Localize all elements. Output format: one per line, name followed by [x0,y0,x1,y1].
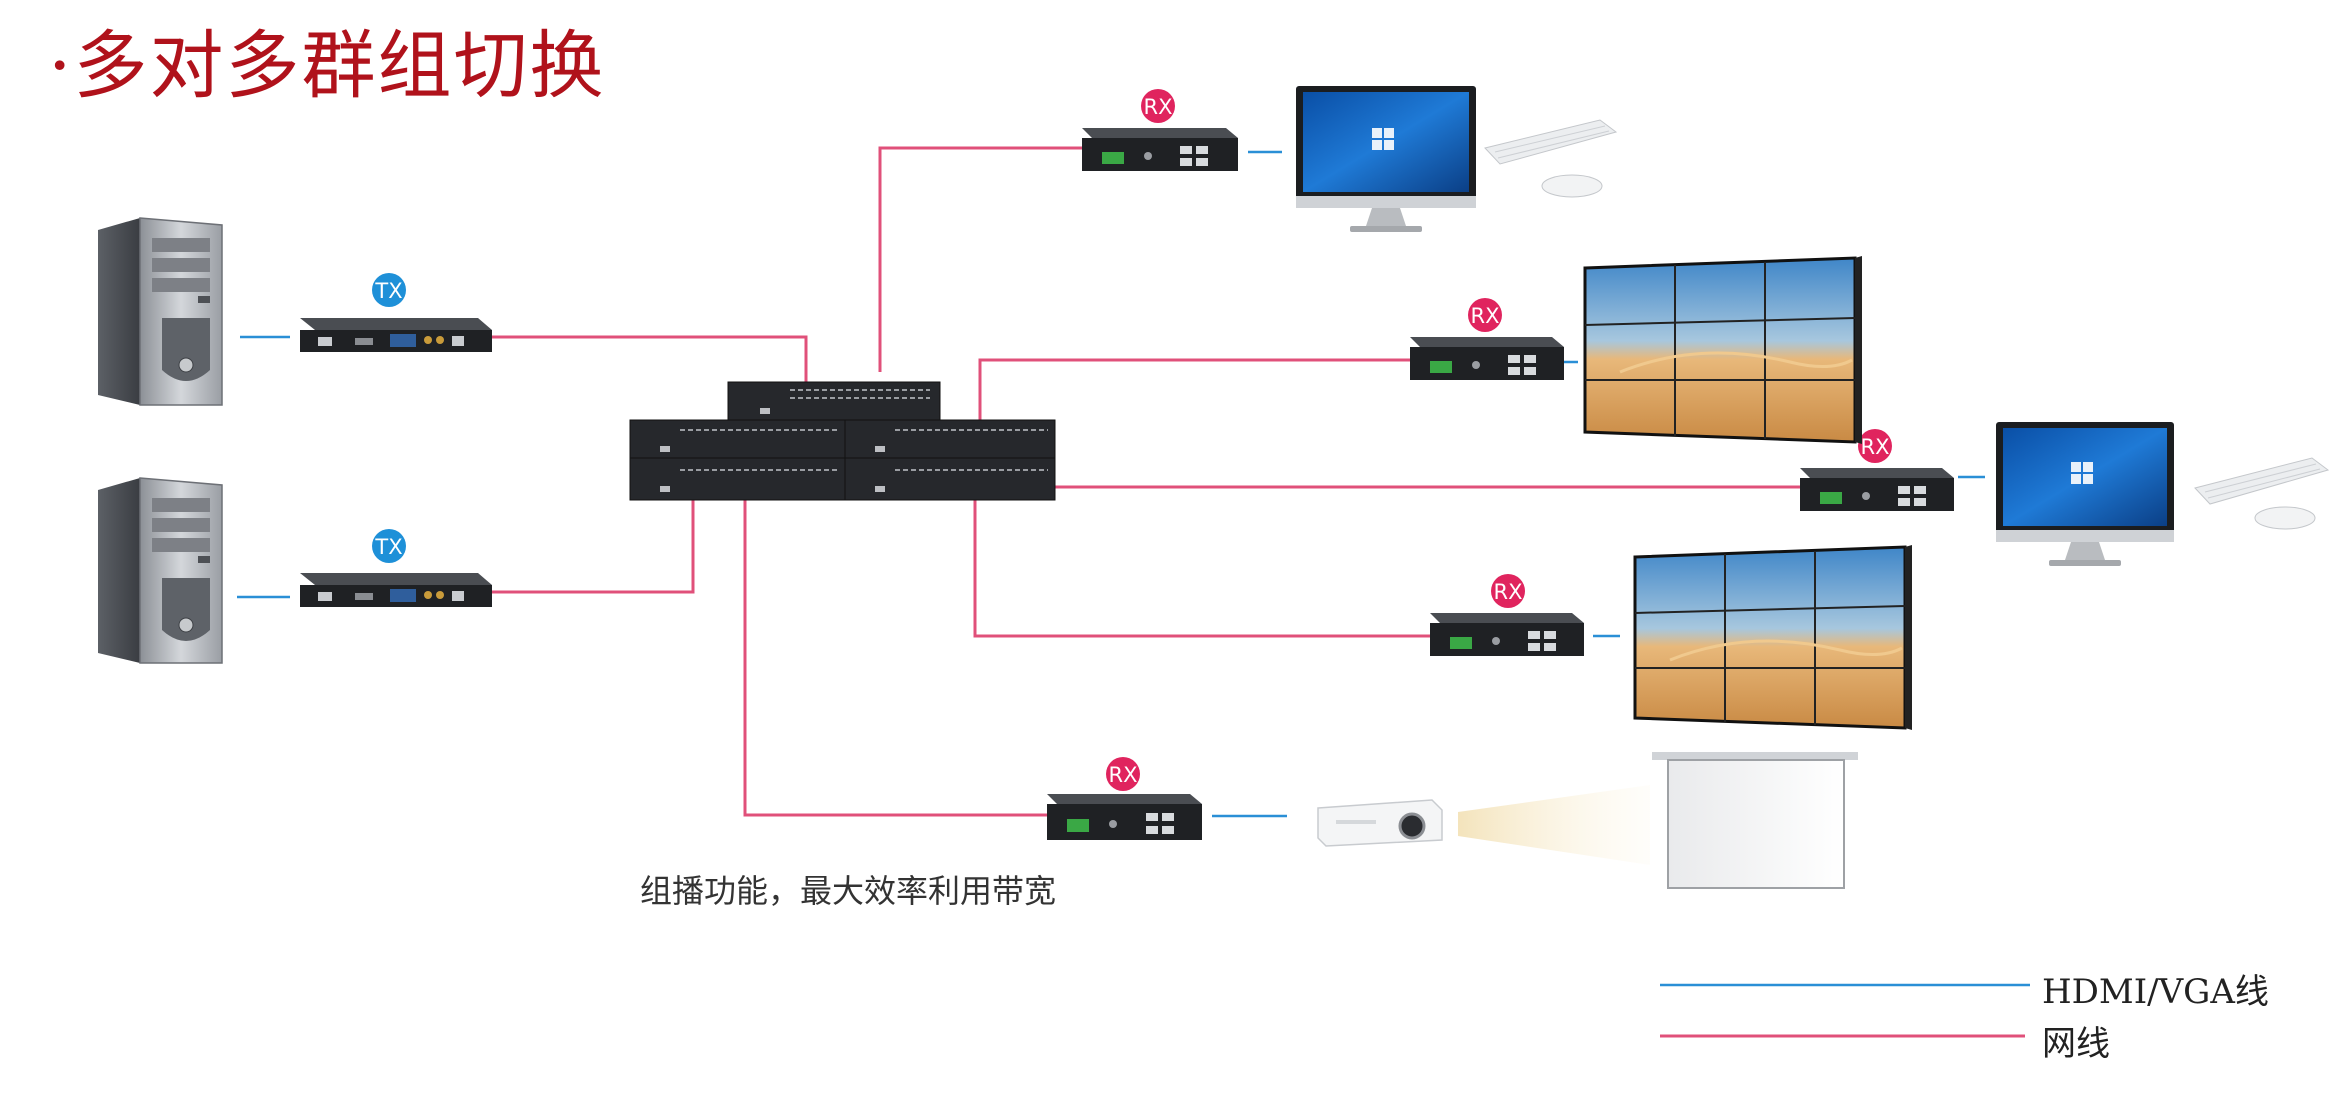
mouse-icon [2254,506,2316,530]
monitor-icon [1996,422,2174,566]
rx-badge-label: RX [1494,580,1523,604]
keyboard-icon [1484,119,1618,165]
tx-badge: TX [372,529,406,563]
rx-badge: RX [1141,89,1175,123]
rx-badge-label: RX [1471,304,1500,328]
pc-tower-icon [98,217,223,406]
mouse-icon [1541,174,1603,198]
net-line-tx2 [490,500,695,594]
hdmi-lines [237,150,2030,987]
video-wall-icon [1633,545,1912,730]
projection-screen-icon [1652,752,1858,889]
network-switch-icon [629,381,1056,501]
rx-extender-icon [1430,613,1584,656]
net-line-rx5 [743,500,1047,817]
rx-badge: RX [1858,429,1892,463]
rx-badge-label: RX [1144,95,1173,119]
net-line-rx1 [878,146,1082,372]
video-wall-icon [1583,256,1862,444]
rx-badge: RX [1468,298,1502,332]
projector-icon [1317,799,1443,847]
tx-extender-icon [300,318,492,352]
legend-network-label: 网线 [2042,1024,2110,1064]
rx-badge: RX [1491,574,1525,608]
tx-badge: TX [372,273,406,307]
page-title: ·多对多群组切换 [48,23,606,109]
tx-badge-label: TX [374,535,402,559]
rx-badge-label: RX [1861,435,1890,459]
keyboard-icon [2194,457,2330,505]
net-line-tx1 [490,335,808,385]
rx-badge: RX [1106,757,1140,791]
rx-extender-icon [1082,128,1238,171]
tx-extender-icon [300,573,492,607]
caption: 组播功能，最大效率利用带宽 [640,872,1057,910]
net-line-rx2 [978,358,1410,420]
network-lines [490,146,2025,1038]
rx-extender-icon [1047,794,1202,840]
projection-beam [1458,785,1650,865]
rx-extender-icon [1410,337,1564,380]
net-line-rx4 [973,500,1430,638]
legend-hdmi-vga-label: HDMI/VGA线 [2042,972,2269,1012]
monitor-icon [1296,86,1476,232]
rx-badge-label: RX [1109,763,1138,787]
tx-badge-label: TX [374,279,402,303]
rx-extender-icon [1800,468,1954,511]
pc-tower-icon [98,477,223,664]
